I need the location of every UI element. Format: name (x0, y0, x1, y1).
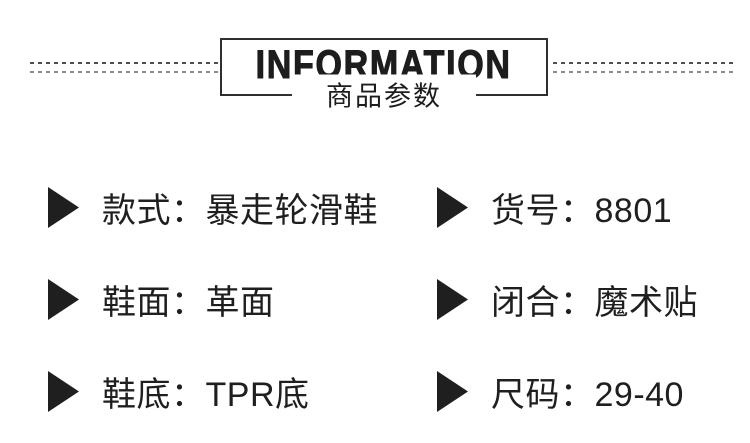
spec-label: 款式 (102, 192, 171, 230)
spec-size-range: 尺码：29-40 (437, 367, 698, 416)
spec-value: 29-40 (594, 376, 684, 414)
spec-separator: ： (560, 376, 595, 414)
spec-text: 鞋面：革面 (102, 275, 275, 324)
dashed-line-left (30, 62, 222, 73)
triangle-right-icon (48, 371, 79, 412)
spec-style: 款式：暴走轮滑鞋 (48, 183, 437, 232)
section-subtitle: 商品参数 (292, 74, 476, 114)
spec-separator: ： (560, 192, 595, 230)
spec-text: 鞋底：TPR底 (102, 367, 310, 416)
spec-list: 款式：暴走轮滑鞋 货号：8801 鞋面：革面 闭合：魔术贴 鞋底：TPR底 尺码… (48, 183, 698, 416)
spec-separator: ： (171, 376, 206, 414)
spec-label: 尺码 (491, 376, 560, 414)
spec-separator: ： (560, 284, 595, 322)
spec-label: 鞋底 (102, 376, 171, 414)
spec-text: 款式：暴走轮滑鞋 (102, 183, 378, 232)
spec-text: 尺码：29-40 (491, 367, 684, 416)
spec-value: 8801 (594, 192, 673, 230)
spec-sole: 鞋底：TPR底 (48, 367, 437, 416)
spec-value: TPR底 (205, 376, 310, 414)
triangle-right-icon (48, 279, 79, 320)
dashed-line-left-bottom (30, 71, 222, 73)
spec-text: 货号：8801 (491, 183, 672, 232)
spec-label: 闭合 (491, 284, 560, 322)
spec-text: 闭合：魔术贴 (491, 275, 698, 324)
dashed-line-right-top (553, 62, 733, 64)
triangle-right-icon (437, 371, 468, 412)
spec-value: 革面 (205, 284, 275, 322)
dashed-line-right (553, 62, 733, 73)
dashed-line-right-bottom (553, 71, 733, 73)
header-box: INFORMATION 商品参数 (220, 38, 548, 114)
dashed-line-left-top (30, 62, 222, 64)
spec-value: 暴走轮滑鞋 (205, 192, 378, 230)
spec-item-number: 货号：8801 (437, 183, 698, 232)
triangle-right-icon (437, 187, 468, 228)
triangle-right-icon (48, 187, 79, 228)
spec-value: 魔术贴 (594, 284, 698, 322)
spec-label: 货号 (491, 192, 560, 230)
spec-separator: ： (171, 192, 206, 230)
spec-label: 鞋面 (102, 284, 171, 322)
spec-upper-material: 鞋面：革面 (48, 275, 437, 324)
spec-closure: 闭合：魔术贴 (437, 275, 698, 324)
spec-separator: ： (171, 284, 206, 322)
triangle-right-icon (437, 279, 468, 320)
